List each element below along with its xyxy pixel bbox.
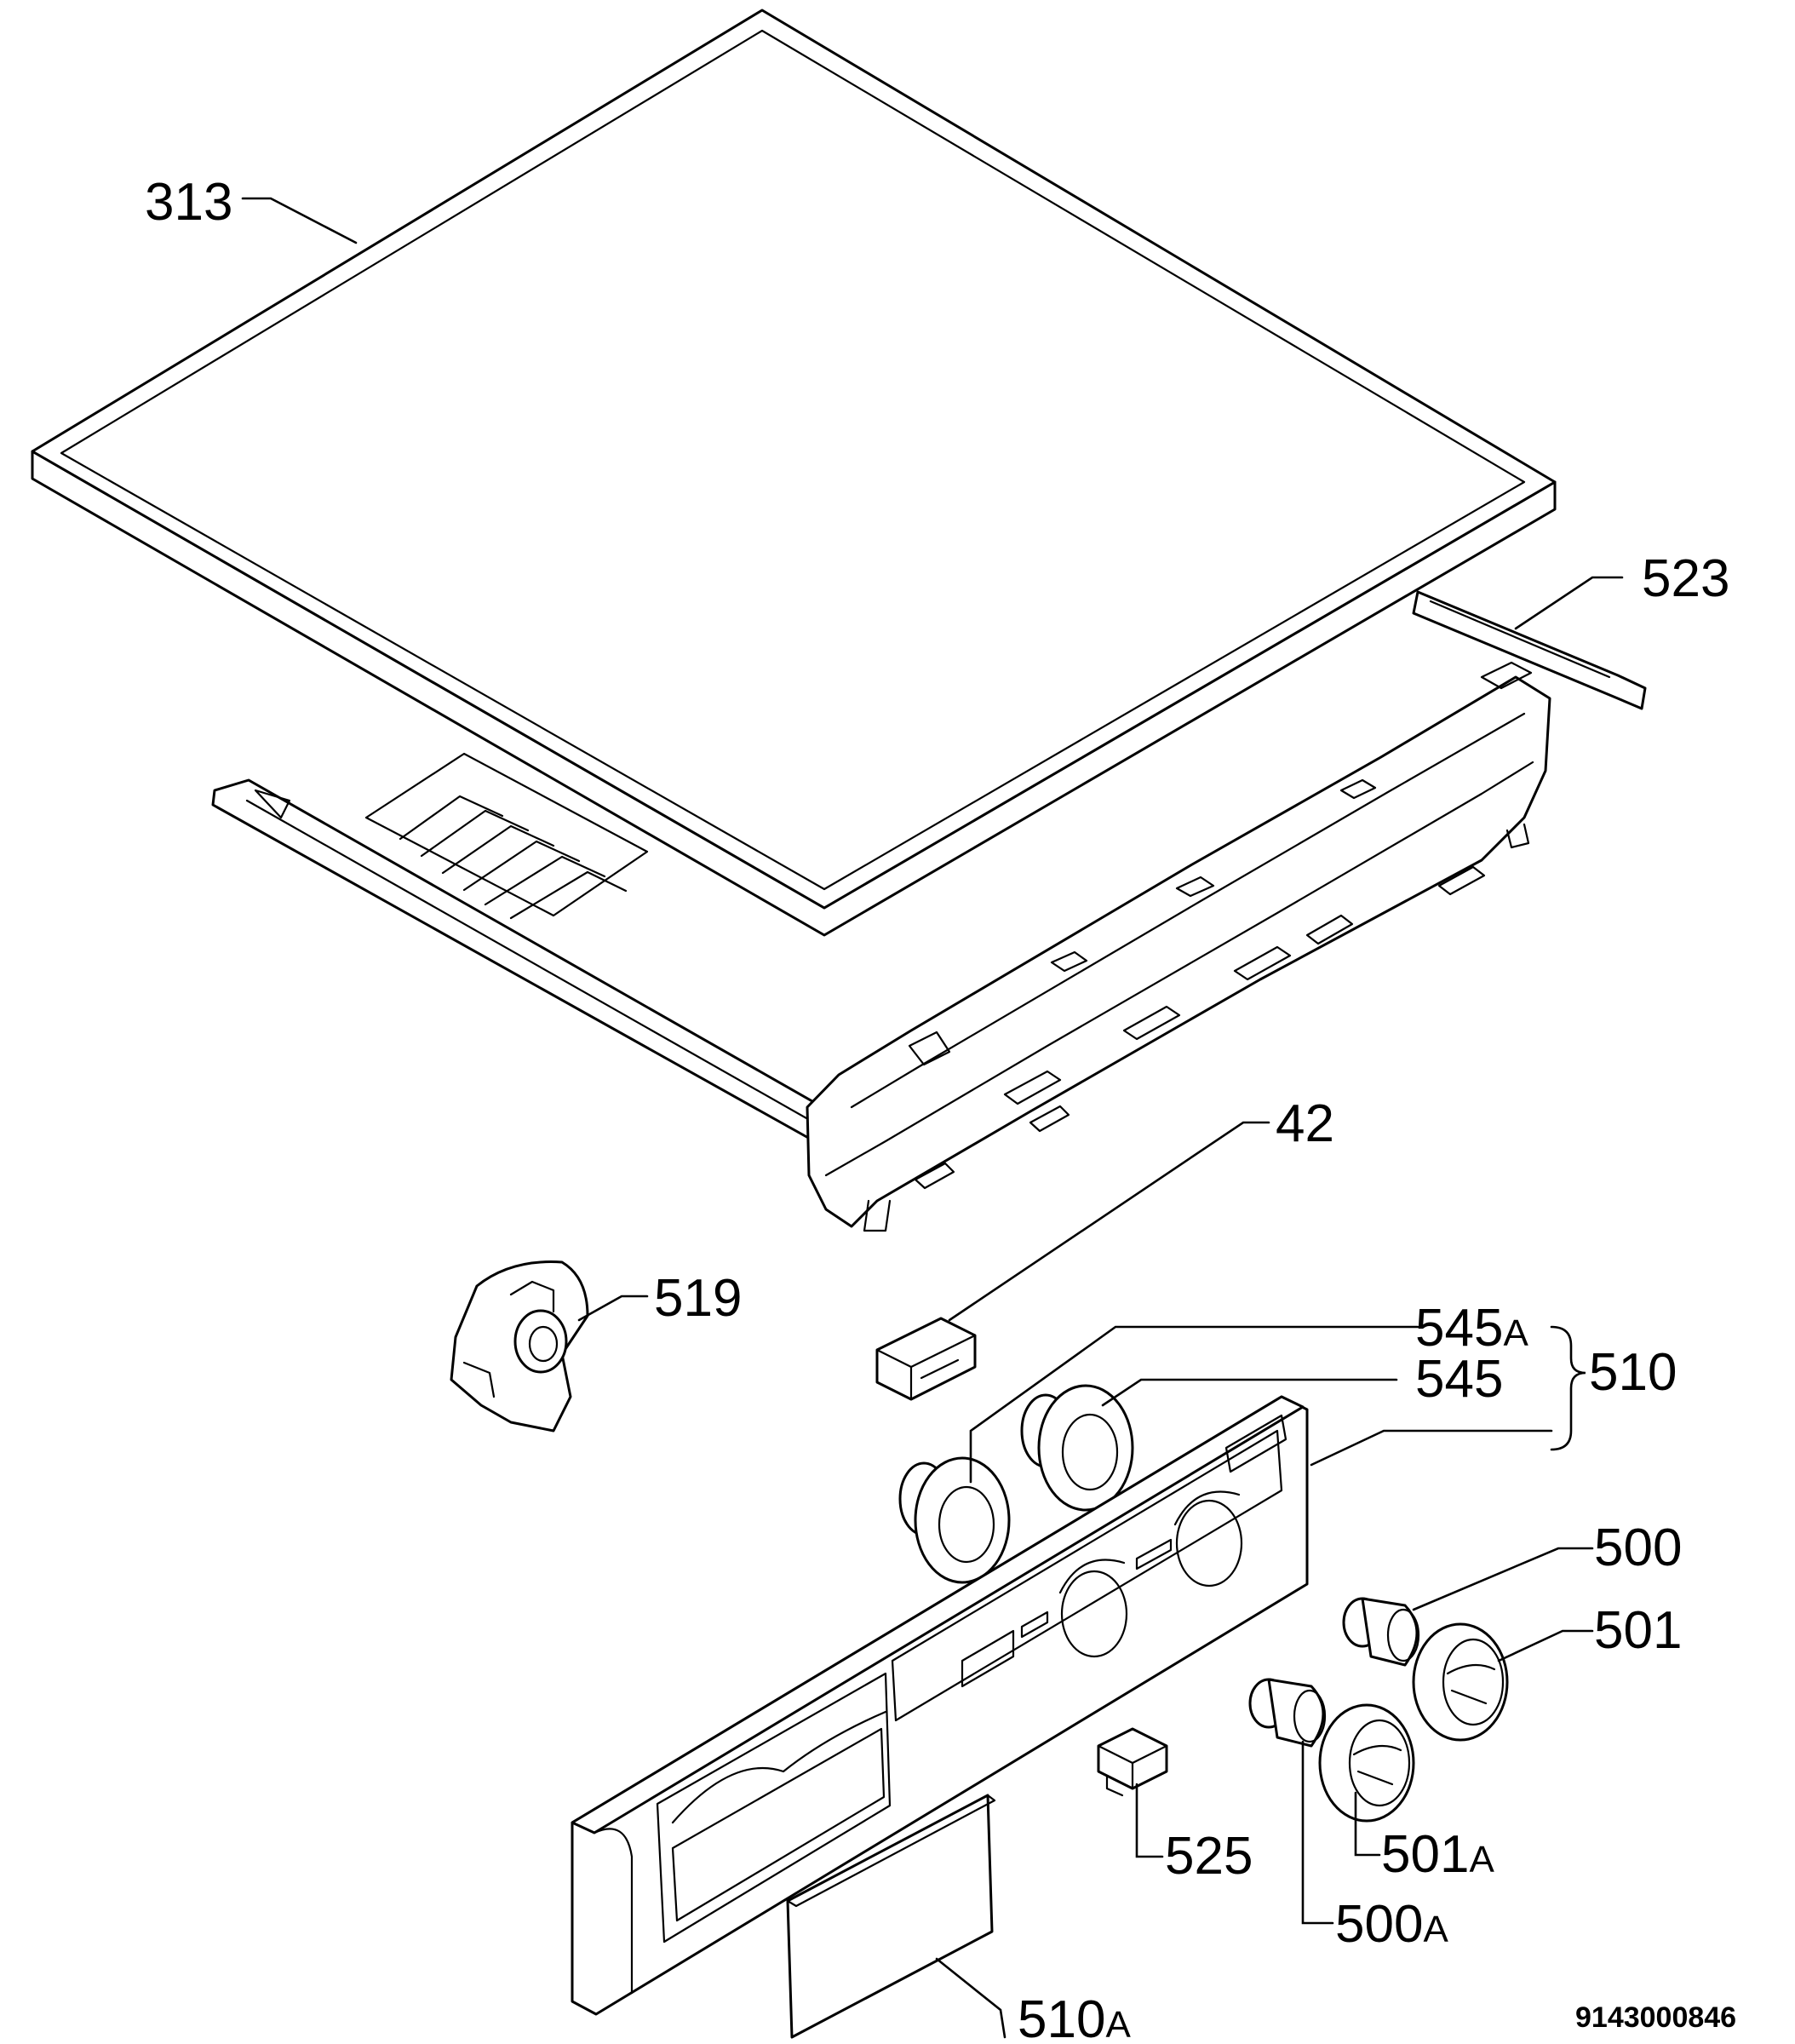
part-519 xyxy=(450,1260,589,1433)
knob-shaft-500a xyxy=(1248,1678,1327,1748)
label-500: 500 xyxy=(1594,1519,1682,1577)
knob-501 xyxy=(1412,1622,1509,1742)
label-42: 42 xyxy=(1276,1094,1334,1153)
knob-seal-545a xyxy=(898,1456,1011,1584)
document-number: 9143000846 xyxy=(1575,2001,1736,2034)
label-313: 313 xyxy=(145,173,232,232)
leader-lines xyxy=(241,197,1624,2039)
knob-501a xyxy=(1318,1703,1415,1823)
label-500a: 500A xyxy=(1335,1895,1448,1954)
label-plate-510a xyxy=(786,1794,996,2039)
knob-shaft-500 xyxy=(1342,1597,1420,1667)
label-545a: 545A xyxy=(1415,1299,1528,1358)
label-525: 525 xyxy=(1165,1827,1253,1886)
label-510: 510 xyxy=(1589,1343,1677,1402)
clip-42 xyxy=(875,1317,977,1401)
control-panel-510 xyxy=(571,1395,1309,2016)
label-523: 523 xyxy=(1642,549,1729,608)
panel-frame-523 xyxy=(211,590,1647,1232)
top-cover-313 xyxy=(31,9,1557,937)
label-510a: 510A xyxy=(1018,1990,1131,2044)
label-501: 501 xyxy=(1594,1601,1682,1660)
part-labels: 313 523 42 519 545A 545 510 500 501 501A… xyxy=(145,173,1736,2044)
label-519: 519 xyxy=(654,1269,742,1328)
label-501a: 501A xyxy=(1381,1825,1494,1884)
knob-seal-545 xyxy=(1020,1384,1134,1512)
label-545: 545 xyxy=(1415,1350,1503,1409)
switch-525 xyxy=(1097,1727,1168,1797)
